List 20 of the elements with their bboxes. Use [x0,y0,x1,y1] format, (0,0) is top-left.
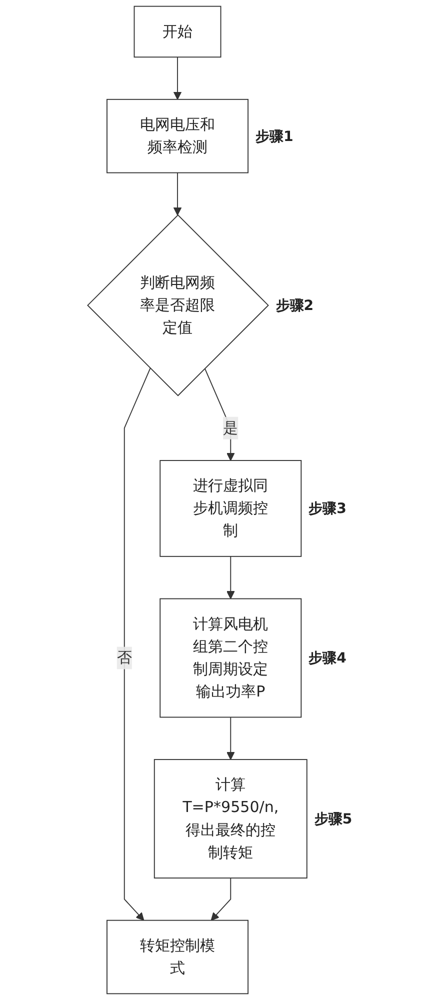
arrow [210,878,231,921]
arrow [123,368,150,921]
step-label: 步骤5 [314,811,352,828]
arrow [226,556,234,600]
step-label: 步骤4 [308,650,346,667]
step-label: 步骤1 [255,128,293,145]
edge-label: 否 [116,648,132,666]
node-box: 开始 [133,6,221,58]
step-label: 步骤2 [275,298,314,314]
arrow [172,172,182,216]
step-label: 步骤3 [308,501,346,518]
arrow [226,716,234,760]
node-box: 电网电压和频率检测 [106,98,248,174]
node-box: 进行虚拟同步机调频控制 [159,460,302,557]
node-box: 计算T=P*9550/n,得出最终的控制转矩 [153,759,307,878]
node-diamond: 判断电网频率是否超限定值 [86,214,268,396]
edge-label: 是 [222,418,238,437]
node-box: 转矩控制模式 [106,920,248,994]
node-box: 计算风电机组第二个控制周期设定输出功率P [159,598,302,718]
arrow [172,56,182,100]
